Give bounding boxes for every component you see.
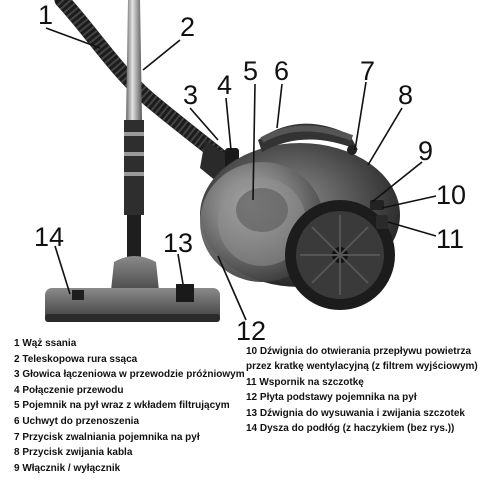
callout-14: 14 <box>34 222 64 252</box>
dust-container <box>200 162 324 282</box>
callout-5: 5 <box>243 56 258 86</box>
callout-12: 12 <box>236 316 266 346</box>
telescopic-tube <box>124 0 144 265</box>
legend-item-10: 10 Dźwignia do otwierania przepływu powi… <box>246 346 472 357</box>
legend-right: 10 Dźwignia do otwierania przepływu powi… <box>246 344 478 436</box>
callout-9: 9 <box>418 136 433 166</box>
legend-item-12: 12 Płyta podstawy pojemnika na pył <box>246 392 417 404</box>
callout-13: 13 <box>163 228 193 258</box>
legend-item-6: 6 Uchwyt do przenoszenia <box>14 415 140 427</box>
callout-2: 2 <box>180 12 195 42</box>
callout-1: 1 <box>38 0 53 30</box>
callout-7: 7 <box>360 56 375 86</box>
legend-item-9: 9 Włącznik / wyłącznik <box>14 462 121 474</box>
legend-item-1: 1 Wąż ssania <box>14 338 77 349</box>
legend-item-5: 5 Pojemnik na pył wraz z wkładem filtruj… <box>14 400 230 412</box>
callout-8: 8 <box>398 80 413 110</box>
callout-3: 3 <box>183 80 198 110</box>
legend-item-13: 13 Dźwignia do wysuwania i zwijania szcz… <box>246 407 465 419</box>
legend-item-8: 8 Przycisk zwijania kabla <box>14 447 133 459</box>
legend-item-14: 14 Dysza do podłóg (z haczykiem (bez rys… <box>246 423 455 435</box>
rear-wheel <box>285 200 395 310</box>
callout-10: 10 <box>436 180 466 210</box>
callout-numbers: 1 2 3 4 5 6 7 8 9 10 11 12 13 14 <box>34 0 466 346</box>
legend-item-7: 7 Przycisk zwalniania pojemnika na pył <box>14 431 200 443</box>
legend-item-3: 3 Głowica łączeniowa w przewodzie próżni… <box>14 369 245 381</box>
callout-6: 6 <box>274 56 289 86</box>
legend-item-2: 2 Teleskopowa rura ssąca <box>14 353 138 365</box>
callout-11: 11 <box>436 224 464 254</box>
legend-item-4: 4 Połączenie przewodu <box>14 384 124 396</box>
legend-item-11: 11 Wspornik na szczotkę <box>246 376 364 388</box>
legend-item-10-cont: przez kratkę wentylacyjną (z filtrem wyj… <box>246 361 478 373</box>
side-controls <box>347 145 388 229</box>
floor-nozzle <box>45 256 220 322</box>
leader-lines <box>45 27 437 321</box>
suction-hose <box>54 0 233 168</box>
callout-4: 4 <box>217 70 232 100</box>
legend-left: 1 Wąż ssania 2 Teleskopowa rura ssąca 3 … <box>14 336 245 476</box>
